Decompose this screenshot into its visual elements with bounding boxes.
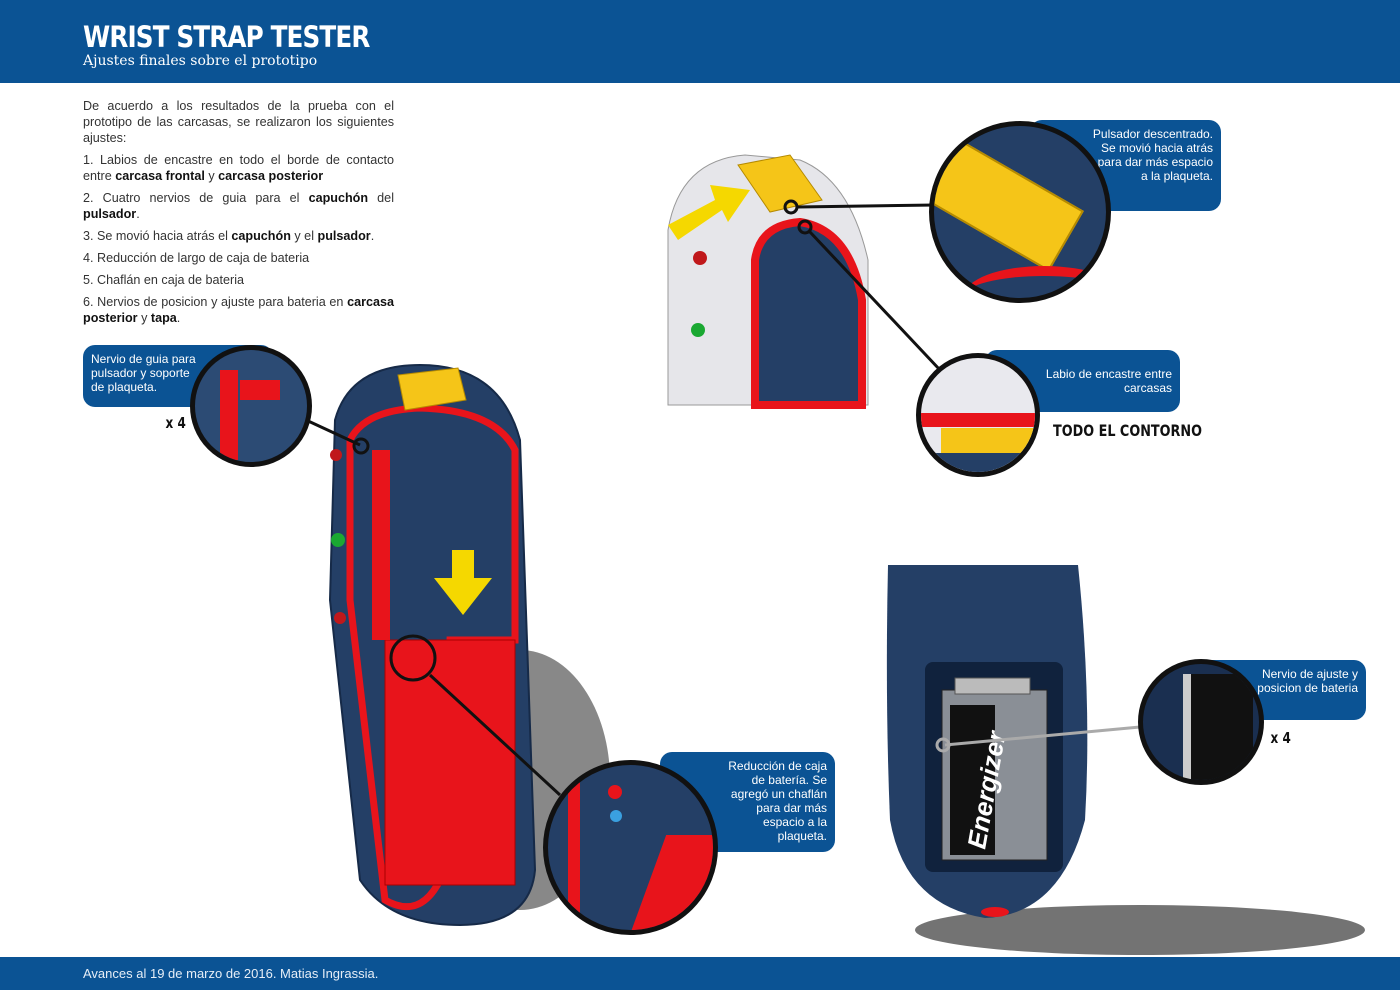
list-item: 1. Labios de encastre en todo el borde d… xyxy=(83,152,394,184)
leader-line xyxy=(944,725,1141,747)
page-title: WRIST STRAP TESTER xyxy=(83,20,370,54)
count-label: x 4 xyxy=(1270,729,1291,747)
device-top-inner xyxy=(751,217,866,409)
button-cap xyxy=(397,367,467,411)
arrow-right-icon xyxy=(668,185,750,240)
callout-text: Nervio de ajuste y posicion de bateria xyxy=(1257,667,1358,695)
list-item: 5. Chaflán en caja de bateria xyxy=(83,272,394,288)
page-subtitle: Ajustes finales sobre el prototipo xyxy=(83,53,318,69)
item-text: del xyxy=(368,191,394,205)
bold-term: pulsador xyxy=(317,229,371,243)
led-red xyxy=(334,612,346,624)
count-label: x 4 xyxy=(165,414,186,432)
header: WRIST STRAP TESTER Ajustes finales sobre… xyxy=(0,0,1400,83)
bold-term: capuchón xyxy=(231,229,291,243)
detail-circle-pulsador xyxy=(929,121,1111,303)
intro-text: De acuerdo a los resultados de la prueba… xyxy=(83,98,394,332)
bold-term: carcasa posterior xyxy=(83,295,394,325)
led-red xyxy=(330,449,342,461)
list-item: 6. Nervios de posicion y ajuste para bat… xyxy=(83,294,394,326)
item-text: . xyxy=(370,229,375,243)
detail-circle-ajuste xyxy=(1138,659,1264,785)
callout-text: Pulsador descentrado. Se movió hacia atr… xyxy=(1092,127,1213,183)
bold-term: pulsador xyxy=(83,207,137,221)
contour-note: TODO EL CONTORNO xyxy=(1053,421,1202,440)
bold-term: tapa xyxy=(150,311,177,325)
item-text: 5. Chaflán en caja de bateria xyxy=(83,273,245,287)
callout-text: Reducción de caja de batería. Se agregó … xyxy=(728,759,827,843)
battery-terminals xyxy=(954,677,1031,695)
item-text: . xyxy=(176,311,181,325)
bold-term: carcasa posterior xyxy=(218,169,324,183)
bold-term: carcasa frontal xyxy=(115,169,205,183)
detail-circle-reduccion xyxy=(543,760,718,935)
detail-circle-labio xyxy=(916,353,1040,477)
arrow-down-icon xyxy=(434,550,492,615)
list-item: 2. Cuatro nervios de guia para el capuch… xyxy=(83,190,394,222)
item-text: 3. Se movió hacia atrás el xyxy=(83,229,232,243)
leader-lines xyxy=(305,199,942,797)
footer-text: Avances al 19 de marzo de 2016. Matias I… xyxy=(83,966,379,981)
callout-text: Labio de encastre entre carcasas xyxy=(1045,367,1172,395)
led-green xyxy=(331,533,345,547)
battery-box xyxy=(384,639,516,886)
foot xyxy=(981,907,1009,917)
adjustment-list: 1. Labios de encastre en todo el borde d… xyxy=(83,152,394,326)
bold-term: capuchón xyxy=(308,191,369,205)
battery-label xyxy=(950,705,995,855)
item-text: 4. Reducción de largo de caja de bateria xyxy=(83,251,310,265)
item-text: y xyxy=(204,169,219,183)
leader-dot xyxy=(935,737,951,753)
callout-text: Nervio de guia para pulsador y soporte d… xyxy=(91,352,196,394)
item-text: 2. Cuatro nervios de guia para el xyxy=(83,191,309,205)
pcb xyxy=(372,450,390,640)
list-item: 3. Se movió hacia atrás el capuchón y el… xyxy=(83,228,394,244)
item-text: 1. Labios de encastre en todo el borde d… xyxy=(83,153,394,183)
item-text: . xyxy=(136,207,140,221)
item-text: y xyxy=(137,311,151,325)
item-text: y el xyxy=(290,229,318,243)
intro-lead: De acuerdo a los resultados de la prueba… xyxy=(83,99,394,145)
red-shell-edge xyxy=(346,404,519,911)
led-green xyxy=(691,323,705,337)
detail-circle-guia xyxy=(190,345,312,467)
shadow xyxy=(915,905,1365,955)
item-text: 6. Nervios de posicion y ajuste para bat… xyxy=(83,295,348,309)
footer: Avances al 19 de marzo de 2016. Matias I… xyxy=(0,957,1400,990)
led-red xyxy=(693,251,707,265)
button-cap xyxy=(737,154,823,213)
list-item: 4. Reducción de largo de caja de bateria xyxy=(83,250,394,266)
